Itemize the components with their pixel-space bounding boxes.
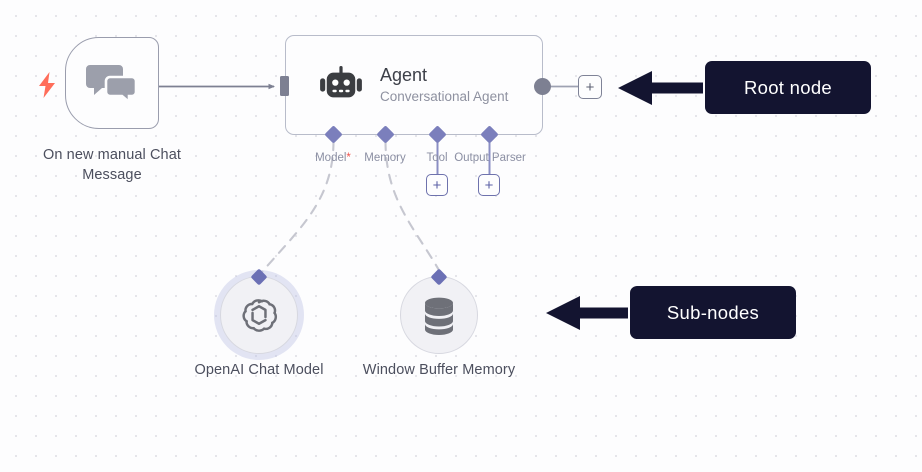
agent-port-label-memory: Memory xyxy=(364,152,406,164)
node-caption-openai-chat-model: OpenAI Chat Model xyxy=(194,362,324,378)
chat-bubbles-icon xyxy=(86,65,138,104)
annotation-root-node: Root node xyxy=(705,61,871,114)
openai-logo-icon xyxy=(242,299,278,332)
add-node-after-agent-button[interactable]: + xyxy=(578,75,602,99)
agent-port-label-model: Model* xyxy=(283,151,383,165)
add-output-parser-button[interactable]: + xyxy=(478,174,500,196)
node-window-buffer-memory[interactable] xyxy=(400,276,478,354)
add-tool-button[interactable]: + xyxy=(426,174,448,196)
agent-port-label-tool: Tool xyxy=(426,152,448,164)
node-caption-trigger: On new manual Chat Message xyxy=(42,147,181,183)
agent-text-block: Agent Conversational Agent xyxy=(380,65,508,106)
node-on-new-manual-chat-message[interactable] xyxy=(65,37,159,129)
node-openai-chat-model[interactable] xyxy=(220,276,298,354)
agent-title: Agent xyxy=(380,64,428,85)
node-caption-window-buffer-memory: Window Buffer Memory xyxy=(362,362,516,378)
annotation-sub-nodes: Sub-nodes xyxy=(630,286,796,339)
node-agent[interactable]: Agent Conversational Agent xyxy=(285,35,543,135)
agent-port-label-output-parser: Output Parser xyxy=(454,152,526,164)
agent-input-port[interactable] xyxy=(280,76,289,96)
sub-nodes-arrow-icon xyxy=(546,296,628,330)
agent-subtitle: Conversational Agent xyxy=(380,88,509,104)
agent-output-connector[interactable] xyxy=(534,78,551,95)
agent-port-label-model-text: Model xyxy=(315,152,347,164)
lightning-bolt-icon xyxy=(39,72,55,98)
required-asterisk-icon: * xyxy=(346,152,351,164)
robot-icon xyxy=(320,66,362,98)
database-stack-icon xyxy=(425,297,453,335)
root-node-arrow-icon xyxy=(618,71,703,105)
